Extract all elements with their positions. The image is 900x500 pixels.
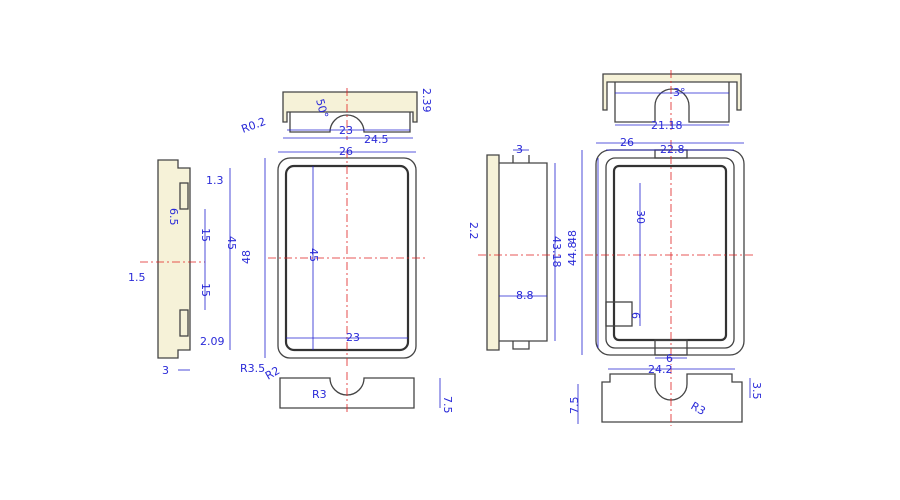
- dim-3-deg: 3°: [673, 86, 686, 99]
- dim-48: 48: [240, 250, 253, 264]
- dim-2-09: 2.09: [200, 335, 225, 348]
- dim-23-main: 23: [346, 331, 360, 344]
- side-section: [157, 159, 191, 359]
- dim-r2: R2: [263, 364, 282, 383]
- dim-r0-2: R0.2: [240, 115, 268, 136]
- dim-1-3: 1.3: [206, 174, 224, 187]
- dim-50-deg: 50°: [313, 97, 331, 119]
- dim-6-5: 6.5: [167, 208, 180, 226]
- dim-23-top: 23: [339, 124, 353, 137]
- front-main-view: 26 48 45 23 R3.5 R2: [240, 145, 425, 383]
- back-bottom-view: 24.2 7.5 3.5 R3: [568, 363, 763, 426]
- dim-2-39: 2.39: [420, 88, 433, 113]
- dim-24-2: 24.2: [648, 363, 673, 376]
- dim-45: 45: [225, 236, 238, 250]
- dim-7-5-front: 7.5: [441, 396, 454, 414]
- clip-slot-bottom: [179, 309, 189, 337]
- dim-21-18: 21.18: [651, 119, 683, 132]
- back-top-view: 3° 21.18: [602, 70, 742, 132]
- dim-26-back: 26: [620, 136, 634, 149]
- dim-48-back: 48: [566, 230, 579, 244]
- dim-1-5: 1.5: [128, 271, 146, 284]
- back-main-view: 26 22.8 48 44.8 30 6 6: [566, 136, 755, 365]
- dim-8-8: 8.8: [516, 289, 534, 302]
- clip-slot-top: [179, 182, 189, 210]
- left-side-view: 1.3 6.5 15 15 45 1.5 2.09 3: [128, 159, 238, 377]
- dim-15-b: 15: [199, 283, 212, 297]
- dim-6-horizontal: 6: [666, 352, 673, 365]
- dim-43-18: 43.18: [550, 236, 563, 268]
- dim-15-a: 15: [199, 228, 212, 242]
- front-top-view: R0.2 50° 2.39 23 24.5: [240, 88, 433, 146]
- dim-6-vertical: 6: [629, 312, 642, 319]
- dim-3-right: 3: [516, 143, 523, 156]
- dim-2-2: 2.2: [467, 222, 480, 240]
- dim-30: 30: [634, 210, 647, 224]
- dim-45-main: 45: [307, 248, 320, 262]
- dim-r3-5: R3.5: [240, 362, 265, 375]
- front-bottom-view: R3 7.5: [279, 372, 454, 414]
- right-side-view: 3 2.2 43.18 8.8: [467, 143, 563, 351]
- dim-3-5: 3.5: [750, 382, 763, 400]
- dim-44-8: 44.8: [566, 242, 579, 267]
- dim-r3-front: R3: [312, 388, 327, 401]
- dim-22-8: 22.8: [660, 143, 685, 156]
- dim-r3-back: R3: [689, 399, 708, 418]
- dim-7-5-back: 7.5: [568, 397, 581, 415]
- dim-3: 3: [162, 364, 169, 377]
- dim-26: 26: [339, 145, 353, 158]
- dim-24-5: 24.5: [364, 133, 389, 146]
